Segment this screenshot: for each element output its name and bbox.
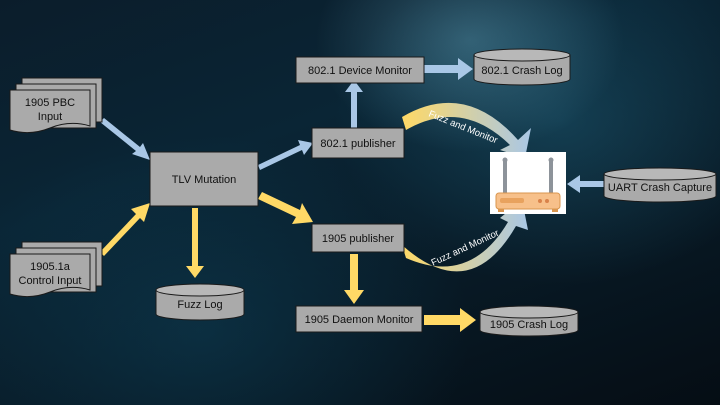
- node-pbc-input: 1905 PBC Input: [9, 77, 103, 134]
- node-tlv-mutation: TLV Mutation: [149, 151, 259, 207]
- fuzz-log-label: Fuzz Log: [177, 299, 222, 311]
- crash-log-802-label: 802.1 Crash Log: [481, 65, 562, 77]
- arrow-pbc-to-tlv: [100, 118, 150, 160]
- wifi-router-icon: [490, 152, 566, 214]
- arrow-uart-to-router: [567, 175, 604, 193]
- arc-fuzz-monitor-top: [402, 102, 531, 158]
- daemon-monitor-label: 1905 Daemon Monitor: [305, 314, 414, 326]
- arrow-tlv-to-fuzzlog: [186, 208, 204, 278]
- node-daemon-monitor: 1905 Daemon Monitor: [295, 305, 423, 333]
- control-input-line1: 1905.1a: [30, 261, 71, 273]
- arrow-pub1905-to-daemon: [344, 254, 364, 304]
- node-publisher-802: 802.1 publisher: [311, 127, 405, 159]
- node-crash-log-1905: 1905 Crash Log: [479, 305, 579, 337]
- node-device-monitor: 802.1 Device Monitor: [295, 56, 425, 84]
- node-fuzz-log: Fuzz Log: [155, 283, 245, 321]
- publisher-1905-label: 1905 publisher: [322, 233, 395, 245]
- node-control-input: 1905.1a Control Input: [9, 241, 103, 298]
- node-uart-capture: UART Crash Capture: [603, 167, 717, 203]
- pbc-input-line2: Input: [38, 111, 62, 123]
- arrow-daemon-to-crashlog1905: [424, 308, 476, 332]
- uart-capture-label: UART Crash Capture: [608, 182, 712, 194]
- device-monitor-label: 802.1 Device Monitor: [308, 65, 412, 77]
- publisher-802-label: 802.1 publisher: [320, 138, 396, 150]
- arrow-pub802-to-monitor: [345, 80, 363, 128]
- pbc-input-line1: 1905 PBC: [25, 97, 75, 109]
- crash-log-1905-label: 1905 Crash Log: [490, 319, 568, 331]
- control-input-line2: Control Input: [19, 275, 82, 287]
- arrow-control-to-tlv: [100, 203, 150, 256]
- node-crash-log-802: 802.1 Crash Log: [473, 48, 571, 86]
- arrow-tlv-to-pub802: [258, 140, 313, 170]
- tlv-mutation-label: TLV Mutation: [172, 174, 237, 186]
- arrow-tlv-to-pub1905: [258, 192, 313, 224]
- arrow-monitor-to-crashlog802: [424, 58, 473, 80]
- node-publisher-1905: 1905 publisher: [311, 223, 405, 253]
